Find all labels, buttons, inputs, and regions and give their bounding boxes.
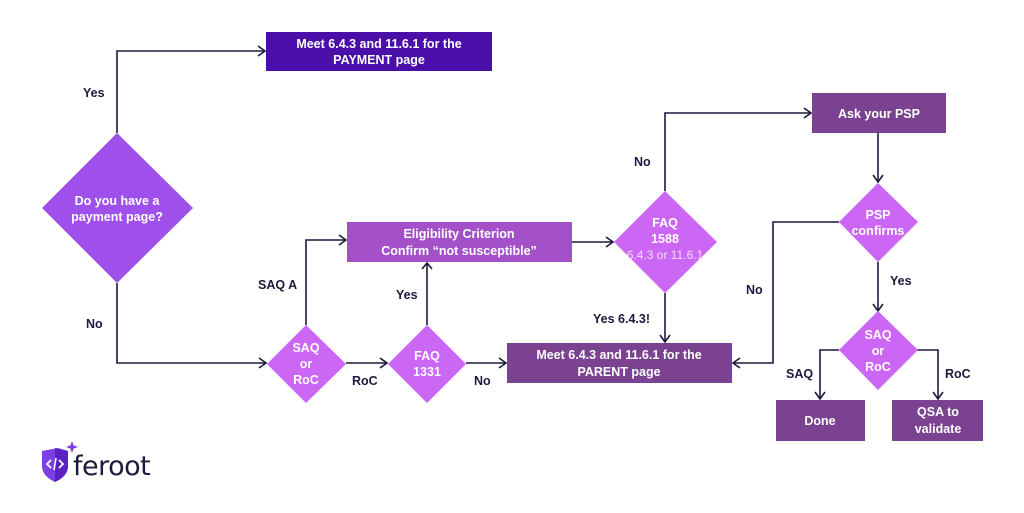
feroot-logo: feroot [42,441,151,482]
node-start-decision: Do you have a payment page? [42,133,193,283]
decision-diamond [388,325,466,403]
sparkle-icon [66,441,78,453]
node-eligibility-criterion: Eligibility Criterion Confirm “not susce… [347,222,572,262]
label-faq1588-no: No [634,155,651,169]
arrowhead [338,234,348,246]
label-faq1331-no: No [474,374,491,388]
shield-code-icon [42,448,68,482]
process-box [776,400,865,441]
label-roc-2: RoC [945,367,971,381]
node-text: RoC [865,360,891,374]
node-saq-or-roc-2: SAQ or RoC [839,311,918,390]
node-text: or [300,357,313,371]
arrowhead [803,107,813,119]
edge-saq-a [305,239,345,325]
label-faq1331-yes: Yes [396,288,418,302]
node-text: Ask your PSP [838,107,920,121]
process-box [266,32,492,71]
node-text: Confirm “not susceptible” [381,244,537,258]
node-text: 1331 [413,365,441,379]
edge-start-no [116,283,265,364]
node-text: Eligibility Criterion [403,227,514,241]
decision-diamond [42,133,193,283]
arrowhead [731,357,741,369]
node-text: RoC [293,373,319,387]
node-text: PARENT page [577,365,660,379]
decision-diamond [839,183,918,262]
label-start-yes: Yes [83,86,105,100]
label-saq-a: SAQ A [258,278,297,292]
node-faq-1331: FAQ 1331 [388,325,466,403]
node-text: 1588 [651,232,679,246]
node-text: confirms [852,224,905,238]
node-text: or [872,344,885,358]
node-text: Meet 6.4.3 and 11.6.1 for the [296,37,461,51]
arrowhead [379,357,389,369]
node-text: payment page? [71,210,163,224]
node-text: SAQ [864,328,891,342]
arrowhead [257,45,267,57]
edges [116,45,944,401]
edge-labels: Yes No SAQ A RoC Yes No No Yes 6.4.3! No… [83,86,971,388]
edge-faq1588-no [664,112,810,191]
edge-psp-no [734,221,839,364]
logo-wordmark: feroot [73,451,150,482]
edge-start-yes [116,50,264,133]
node-text: Meet 6.4.3 and 11.6.1 for the [536,348,701,362]
node-saq-or-roc: SAQ or RoC [267,325,346,403]
edge-roc-2 [917,349,939,398]
node-text: SAQ [292,341,319,355]
node-text: validate [915,422,962,436]
arrowhead [498,357,508,369]
arrowhead [659,334,671,344]
arrowhead [258,357,268,369]
node-text: Done [804,414,835,428]
node-text: PSP [865,208,890,222]
arrowhead [932,391,944,401]
node-text: PAYMENT page [333,53,425,67]
decision-diamond [267,325,346,403]
arrowhead [421,261,433,270]
node-text: FAQ [414,349,440,363]
label-psp-no: No [746,283,763,297]
arrowhead [872,174,884,184]
label-faq1588-yes: Yes 6.4.3! [593,312,650,326]
label-start-no: No [86,317,103,331]
node-text: FAQ [652,216,678,230]
decision-diamond [614,191,717,293]
process-box [347,222,572,262]
node-payment-page: Meet 6.4.3 and 11.6.1 for the PAYMENT pa… [266,32,492,71]
node-faq-1588: FAQ 1588 6.4.3 or 11.6.1 [614,191,717,293]
node-text: Do you have a [75,194,161,208]
node-subtext: 6.4.3 or 11.6.1 [627,248,704,262]
node-parent-page: Meet 6.4.3 and 11.6.1 for the PARENT pag… [507,343,732,383]
node-done: Done [776,400,865,441]
decision-diamond [839,311,918,390]
node-qsa-validate: QSA to validate [892,400,983,441]
process-box [892,400,983,441]
arrowhead [605,236,615,248]
label-roc: RoC [352,374,378,388]
edge-saq [819,349,839,398]
node-text: QSA to [917,405,959,419]
node-ask-psp: Ask your PSP [812,93,946,133]
process-box [507,343,732,383]
process-box [812,93,946,133]
node-psp-confirms: PSP confirms [839,183,918,262]
label-saq: SAQ [786,367,813,381]
label-psp-yes: Yes [890,274,912,288]
arrowhead [814,391,826,401]
